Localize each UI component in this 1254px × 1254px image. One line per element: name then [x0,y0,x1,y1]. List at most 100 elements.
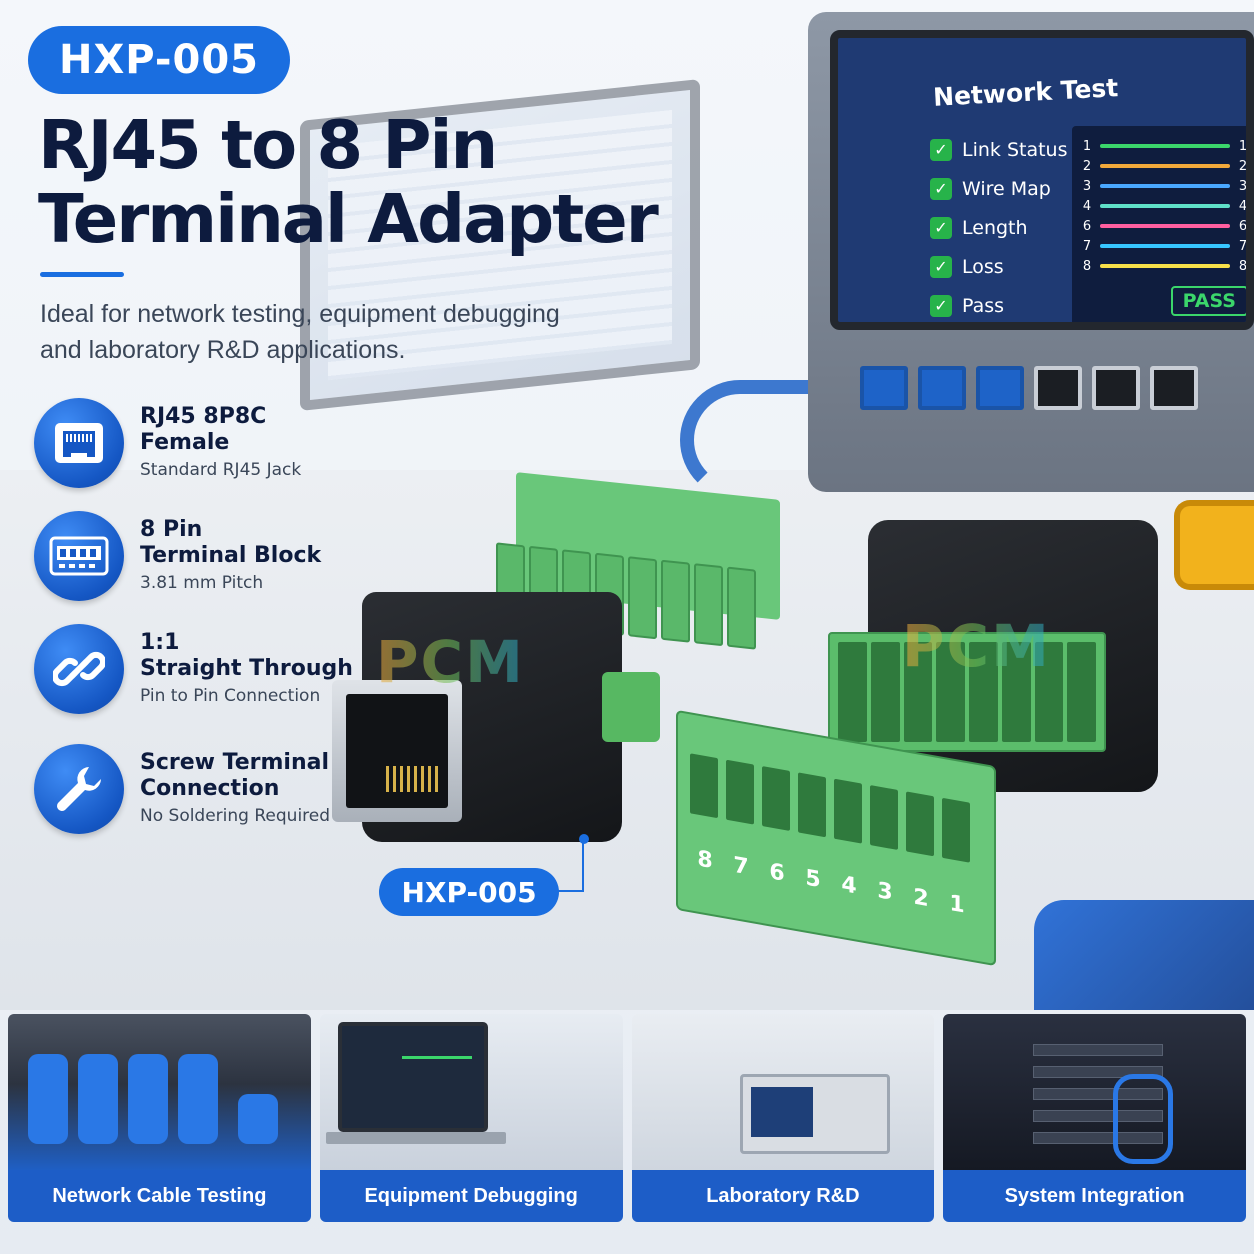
wire-line [1100,244,1230,248]
title-underline [40,272,124,277]
watermark: PCM [376,628,525,696]
rj45-port [976,366,1024,410]
app-card-system-integration: System Integration [943,1014,1246,1222]
feature-rj45: RJ45 8P8C Female Standard RJ45 Jack [34,398,301,488]
background-blue-device [1034,900,1254,1010]
pin-number: 2 [913,884,929,913]
checkmark-icon: ✓ [930,216,952,239]
wire-line [1100,164,1230,168]
rj45-jack-icon [34,398,124,488]
photo-laptop [319,1014,623,1170]
wire-line [1100,144,1230,148]
wire-pin-left: 2 [1082,158,1092,174]
wire-line [1100,264,1230,268]
background-yellow-tool [1174,500,1254,590]
feature-title: Connection [140,776,280,801]
feature-straight-through: 1:1 Straight Through Pin to Pin Connecti… [34,624,353,714]
feature-title: Female [140,430,230,455]
title-line-1: RJ45 to 8 Pin [38,106,498,184]
product-callout: HXP-005 [379,868,559,916]
adapter-rear-view: PCM [828,520,1158,792]
applications-row: Network Cable Testing Equipment Debuggin… [8,1014,1246,1222]
wire-line [1100,224,1230,228]
app-card-network-cable-testing: Network Cable Testing [8,1014,311,1222]
feature-title: 8 Pin [140,517,203,542]
callout-line [558,840,584,892]
wire-pin-right: 8 [1238,258,1248,274]
pin-number: 6 [769,859,785,887]
feature-subtitle: Standard RJ45 Jack [140,460,302,480]
test-checklist: ✓ Link Status ✓ Wire Map ✓ Length ✓ Loss ✓ Pa… [930,130,1068,322]
checkmark-icon: ✓ [930,177,952,200]
checkmark-icon: ✓ [930,138,952,161]
wire-pin-right: 2 [1238,158,1248,174]
feature-screw-terminal: Screw Terminal Connection No Soldering R… [34,744,330,834]
check-label: Pass [962,294,1005,317]
pin-number: 3 [877,878,893,906]
tester-ports [830,366,1254,410]
check-row: ✓ Pass [930,286,1068,322]
rj45-port [918,366,966,410]
feature-subtitle: 3.81 mm Pitch [140,573,264,593]
checkmark-icon: ✓ [930,294,952,317]
wire-pin-left: 6 [1082,218,1092,234]
rj45-port [1092,366,1140,410]
pin-number: 7 [733,852,749,881]
check-label: Loss [962,255,1004,278]
rj45-adapter-front: PCM [332,592,662,854]
wire-pin-right: 3 [1238,178,1248,194]
pin-number: 1 [949,890,965,919]
rj45-port [1034,366,1082,410]
feature-title: Terminal Block [140,543,322,568]
tester-title: Network Test [932,73,1119,112]
tester-screen: Network Test ✓ Link Status ✓ Wire Map ✓ Len… [830,30,1254,330]
rj45-jack [332,680,462,822]
feature-subtitle: Pin to Pin Connection [140,686,321,706]
app-card-equipment-debugging: Equipment Debugging [319,1014,623,1222]
check-label: Wire Map [962,177,1051,200]
app-label: Network Cable Testing [8,1170,311,1222]
title-line-2: Terminal Adapter [38,180,659,258]
feature-subtitle: No Soldering Required [140,806,331,826]
callout-dot [579,834,589,844]
wire-line [1100,204,1230,208]
network-tester-device: Network Test ✓ Link Status ✓ Wire Map ✓ Len… [808,12,1254,492]
check-row: ✓ Loss [930,247,1068,286]
photo-oscilloscope [631,1014,935,1170]
subtitle: Ideal for network testing, equipment deb… [40,296,660,368]
feature-title: Straight Through [140,656,353,681]
watermark: PCM [902,612,1051,680]
check-label: Length [962,216,1028,239]
photo-server-rack [943,1014,1246,1170]
feature-title: 1:1 [140,630,180,655]
app-label: Laboratory R&D [631,1170,935,1222]
wire-pin-right: 1 [1238,138,1248,154]
pin-number: 4 [841,871,857,900]
app-label: Equipment Debugging [319,1170,623,1222]
subtitle-line-2: and laboratory R&D applications. [40,336,406,364]
check-label: Link Status [962,138,1068,161]
wire-pin-left: 4 [1082,198,1092,214]
wire-pin-left: 8 [1082,258,1092,274]
photo-network-switch [8,1014,311,1170]
app-label: System Integration [943,1170,1246,1222]
check-row: ✓ Wire Map [930,169,1068,208]
rj45-port [860,366,908,410]
wire-pin-left: 7 [1082,238,1092,254]
check-row: ✓ Link Status [930,130,1068,169]
app-card-laboratory-rd: Laboratory R&D [631,1014,935,1222]
pass-badge: PASS [1170,286,1246,316]
feature-title: RJ45 8P8C [140,404,267,429]
chain-link-icon [34,624,124,714]
subtitle-line-1: Ideal for network testing, equipment deb… [40,300,560,328]
wrench-icon [34,744,124,834]
checkmark-icon: ✓ [930,255,952,278]
pin-number: 5 [805,865,821,894]
